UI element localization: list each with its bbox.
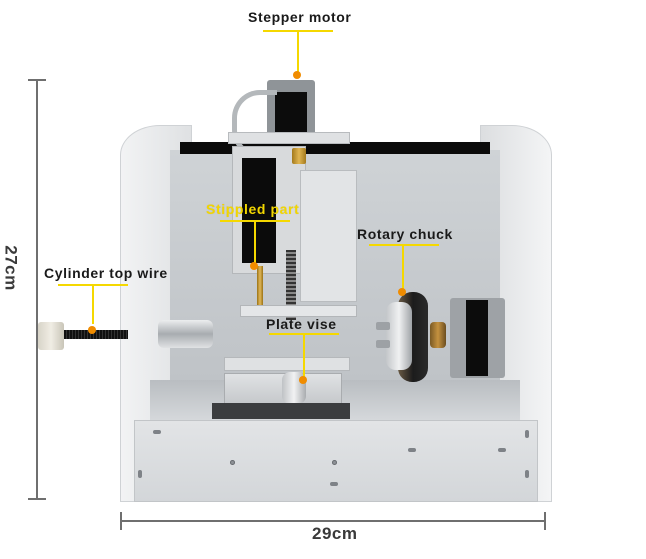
callout-leader	[297, 30, 299, 75]
spindle-assembly	[300, 170, 357, 302]
engraving-machine	[120, 70, 552, 502]
front-screw	[230, 460, 235, 465]
height-dimension-label: 27cm	[1, 245, 21, 291]
callout-underline	[369, 244, 439, 246]
z-axis-black-block	[242, 158, 276, 263]
plate-vise-rail	[224, 357, 350, 371]
z-axis-bottom-plate	[240, 305, 357, 317]
height-dimension-cap-top	[28, 79, 46, 81]
rotary-stepper-core	[466, 300, 488, 376]
callout-dot	[299, 376, 307, 384]
callout-dot	[88, 326, 96, 334]
lead-screw	[286, 250, 296, 320]
front-screw	[138, 470, 142, 478]
rotary-coupler	[430, 322, 446, 348]
plate-vise-base	[212, 403, 350, 419]
height-dimension-line	[36, 80, 38, 499]
cylinder-knob-inner	[158, 320, 213, 348]
stepper-motor-core	[275, 92, 307, 136]
front-screw	[525, 430, 529, 438]
label-rotary-chuck: Rotary chuck	[357, 226, 453, 242]
label-stepper-motor: Stepper motor	[248, 9, 352, 25]
callout-leader	[402, 244, 404, 292]
z-axis-top-plate	[228, 132, 350, 144]
rotary-chuck-body	[386, 302, 412, 370]
callout-dot	[398, 288, 406, 296]
callout-leader	[92, 284, 94, 324]
width-dimension-cap-left	[120, 512, 122, 530]
width-dimension-label: 29cm	[312, 524, 358, 543]
label-plate-vise: Plate vise	[266, 316, 337, 332]
front-screw	[153, 430, 161, 434]
label-cylinder-top-wire: Cylinder top wire	[44, 265, 168, 281]
label-stippled-part: Stippled part	[206, 201, 300, 217]
front-screw	[498, 448, 506, 452]
callout-leader	[303, 333, 305, 379]
callout-dot	[293, 71, 301, 79]
cylinder-top-wire-knob	[38, 322, 64, 350]
callout-dot	[250, 262, 258, 270]
width-dimension-cap-right	[544, 512, 546, 530]
front-screw	[330, 482, 338, 486]
height-dimension-cap-bottom	[28, 498, 46, 500]
front-screw	[332, 460, 337, 465]
front-screw	[408, 448, 416, 452]
width-dimension-line	[121, 520, 545, 522]
callout-leader	[254, 220, 256, 266]
rotary-chuck-jaw	[376, 340, 390, 348]
brass-coupler	[292, 148, 306, 164]
rotary-chuck-jaw	[376, 322, 390, 330]
cylinder-top-wire-rod	[64, 330, 128, 339]
front-screw	[525, 470, 529, 478]
brass-stylus	[257, 266, 263, 306]
